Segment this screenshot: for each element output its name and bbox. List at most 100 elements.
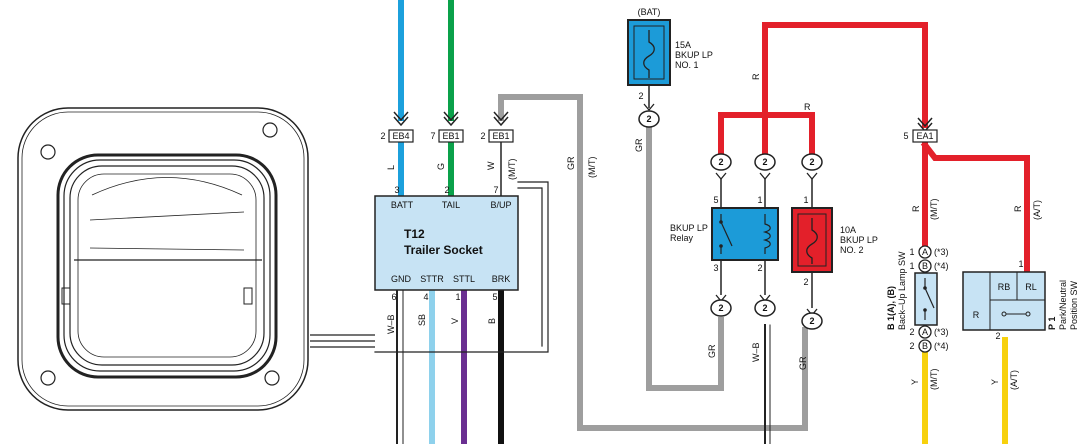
fuse2-rating: 10A	[840, 225, 856, 235]
fuse1-conn: 2	[646, 114, 651, 124]
psw-cell-r: R	[973, 310, 980, 320]
psw-name2: Position SW	[1069, 280, 1079, 330]
socket-bottom-num-3: 1	[455, 292, 460, 302]
fuse1-name1: BKUP LP	[675, 50, 713, 60]
relay-pin-3: 3	[713, 263, 718, 273]
circle-conn-6: 2	[809, 316, 814, 326]
connector-ea1-name: EA1	[916, 131, 933, 141]
fuse2-pin1: 1	[803, 195, 808, 205]
fuse1-rating: 15A	[675, 40, 691, 50]
fuse2-pin2: 2	[803, 277, 808, 287]
psw-cell-rl: RL	[1025, 282, 1037, 292]
wire-label-l: L	[386, 165, 396, 170]
wire-outline-loop	[374, 181, 549, 353]
wire-label-wb-relay: W–B	[751, 342, 761, 362]
wire-gray-fuse1	[646, 125, 724, 391]
wire-red-at	[920, 140, 1030, 275]
socket-pin-brk: BRK	[492, 274, 511, 284]
socket-body	[374, 195, 519, 291]
socket-pin-sttr: STTR	[420, 274, 444, 284]
socket-pin-gnd: GND	[391, 274, 412, 284]
fuse1-name2: NO. 1	[675, 60, 699, 70]
bsw-top-letter-a: A	[922, 247, 928, 257]
relay-bottom-connectors: 2 2 2	[710, 294, 823, 330]
wire-red-main	[762, 22, 928, 161]
wire-label-gr-left: GR	[634, 138, 644, 152]
connector-eb4-name: EB4	[392, 131, 409, 141]
bsw-top-num-b: 1	[909, 261, 914, 271]
psw-pin-bottom: 2	[995, 331, 1000, 341]
bkup-lp-relay: 5 1 3 2 BKUP LP Relay	[670, 195, 779, 295]
psw-body	[962, 271, 1046, 331]
wire-label-y-mt: Y	[910, 379, 920, 385]
connector-eb1a-name: EB1	[442, 131, 459, 141]
relay-top-connectors: 2 2 2	[710, 153, 823, 208]
wire-label-gr-fuse: GR	[798, 356, 808, 370]
circle-conn-1: 2	[718, 157, 723, 167]
fuse2-name2: NO. 2	[840, 245, 864, 255]
park-neutral-switch: 1 RB RL R 2 P 1 Park/Neutral Position SW	[962, 259, 1079, 341]
relay-pin-2: 2	[757, 263, 762, 273]
bsw-bot-num-b: 2	[909, 341, 914, 351]
wire-label-w: W	[486, 161, 496, 170]
socket-top-num-1: 3	[394, 185, 399, 195]
socket-bottom-num-4: 5	[492, 292, 497, 302]
bsw-top-note-a: (*3)	[934, 247, 949, 257]
socket-pin-batt: BATT	[391, 200, 414, 210]
fuse2-name1: BKUP LP	[840, 235, 878, 245]
connector-eb4: EB4 2	[380, 111, 414, 143]
relay-pin-1: 1	[757, 195, 762, 205]
bsw-id: B 1(A), (B)	[886, 286, 896, 330]
circle-conn-5: 2	[762, 303, 767, 313]
bsw-top-letter-b: B	[922, 261, 928, 271]
socket-bottom-num-2: 4	[423, 292, 428, 302]
fuse-15a: (BAT) 15A BKUP LP NO. 1 2 2	[627, 7, 713, 128]
bsw-top-note-b: (*4)	[934, 261, 949, 271]
bsw-name: Back–Up Lamp SW	[897, 251, 907, 330]
psw-id: P 1	[1047, 317, 1057, 330]
wire-label-r-top: R	[751, 73, 761, 80]
bsw-bot-num-a: 2	[909, 327, 914, 337]
circle-conn-4: 2	[718, 303, 723, 313]
socket-top-num-3: 7	[493, 185, 498, 195]
psw-name1: Park/Neutral	[1058, 280, 1068, 330]
connector-eb1-a: EB1 7	[430, 111, 464, 143]
wire-label-g: G	[436, 163, 446, 170]
socket-pin-sttl: STTL	[453, 274, 475, 284]
socket-pin-tail: TAIL	[442, 200, 460, 210]
bsw-body	[914, 272, 938, 326]
relay-pin-5: 5	[713, 195, 718, 205]
wire-label-r-at: R	[1013, 205, 1023, 212]
circle-conn-3: 2	[809, 157, 814, 167]
fuse1-source: (BAT)	[638, 7, 661, 17]
bsw-bot-note-b: (*4)	[934, 341, 949, 351]
bsw-bot-letter-a: A	[922, 327, 928, 337]
wire-label-wb-gnd: W–B	[386, 314, 396, 334]
socket-pin-bup: B/UP	[490, 200, 511, 210]
wire-label-r-mt: R	[911, 205, 921, 212]
wire-label-r-mid: R	[804, 102, 811, 112]
bsw-bot-letter-b: B	[922, 341, 928, 351]
wire-red-branch	[718, 112, 815, 161]
connector-eb1-b: EB1 2	[480, 111, 514, 143]
socket-top-num-2: 2	[444, 185, 449, 195]
wire-label-gr-relay: GR	[707, 344, 717, 358]
trailer-socket-box: 3 2 7 BATT TAIL B/UP T12 Trailer Socket …	[374, 185, 519, 302]
circle-conn-2: 2	[762, 157, 767, 167]
wire-label-b: B	[487, 318, 497, 324]
fuse-10a: 1 2 10A BKUP LP NO. 2	[791, 195, 878, 308]
relay-body	[711, 207, 779, 261]
bsw-top-num-a: 1	[909, 247, 914, 257]
trailer-socket-illustration	[17, 107, 375, 411]
relay-name1: BKUP LP	[670, 223, 708, 233]
bsw-bot-note-a: (*3)	[934, 327, 949, 337]
backup-lamp-switch: A 1 (*3) B 1 (*4) A 2 (*3) B 2 (*4) B 1(…	[886, 245, 949, 353]
connector-eb1b-name: EB1	[492, 131, 509, 141]
wire-label-mt-yellow: (M/T)	[929, 369, 939, 391]
connector-eb1a-pin: 7	[430, 131, 435, 141]
wire-label-at-yellow: (A/T)	[1009, 370, 1019, 390]
wire-label-v: V	[450, 318, 460, 324]
socket-bottom-num-1: 6	[391, 292, 396, 302]
